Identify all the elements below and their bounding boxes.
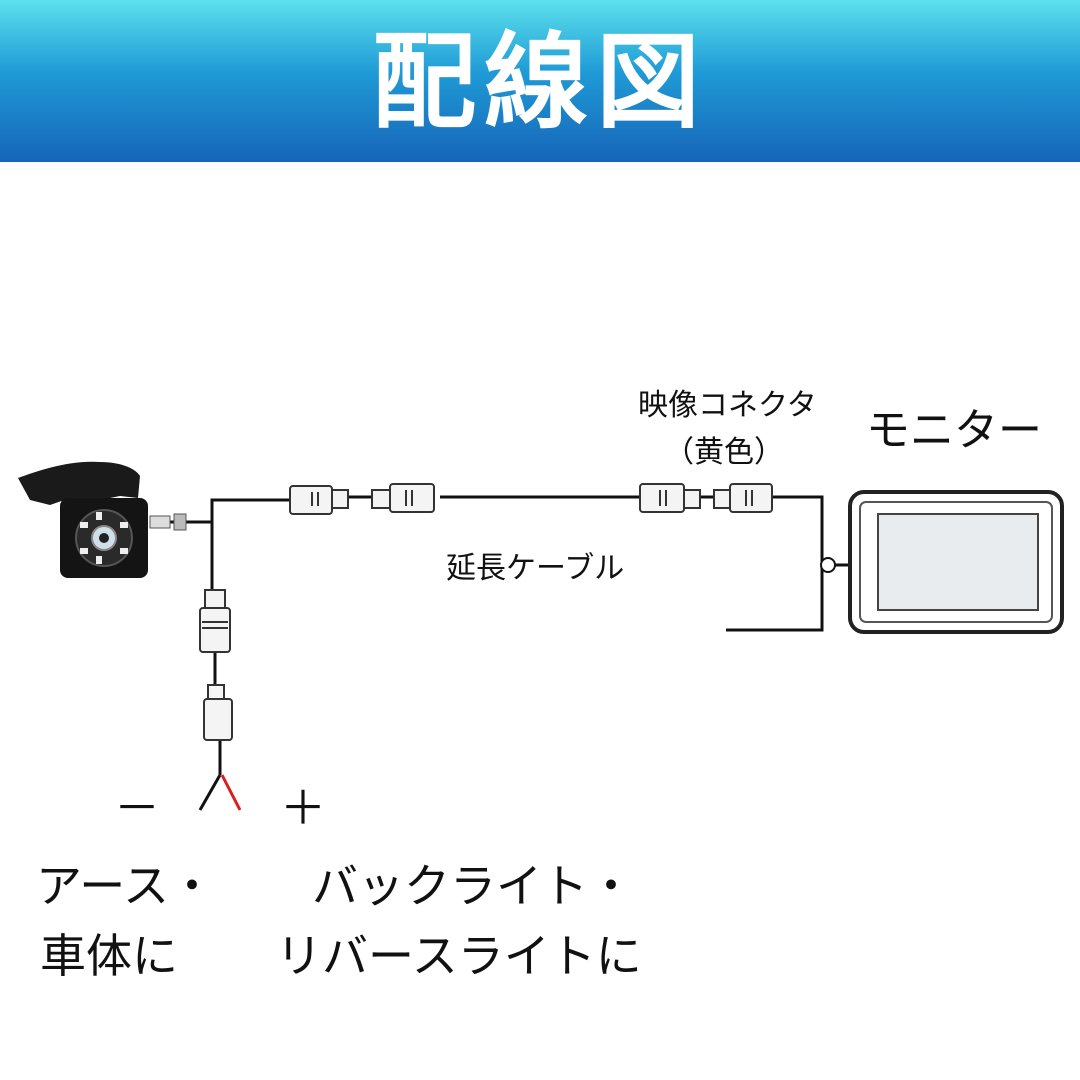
ground-label-line2: 車体に [40,929,178,983]
video-connector-label: 映像コネクタ [638,388,817,423]
power-label-line2: リバースライトに [276,929,642,983]
page-title: 配線図 [371,21,708,143]
power-label-line1: バックライト・ [312,859,634,913]
power-connector [199,589,233,741]
video-connector-color-label: （黄色） [664,435,784,470]
header-banner: 配線図 [0,0,1080,162]
camera-icon [18,461,187,578]
extension-cable-label: 延長ケーブル [446,551,625,586]
rca-connector-2 [371,483,435,513]
positive-wire [220,774,242,811]
rca-connector-1 [289,485,349,515]
ground-label-line1: アース・ [36,859,215,913]
plus-label: ＋ [280,781,326,835]
wire-junction [820,557,836,573]
monitor-icon [848,490,1064,634]
rca-connector-3 [639,483,701,513]
rca-connector-4 [713,483,773,513]
monitor-label: モニター [866,405,1042,456]
minus-label: － [114,781,160,835]
